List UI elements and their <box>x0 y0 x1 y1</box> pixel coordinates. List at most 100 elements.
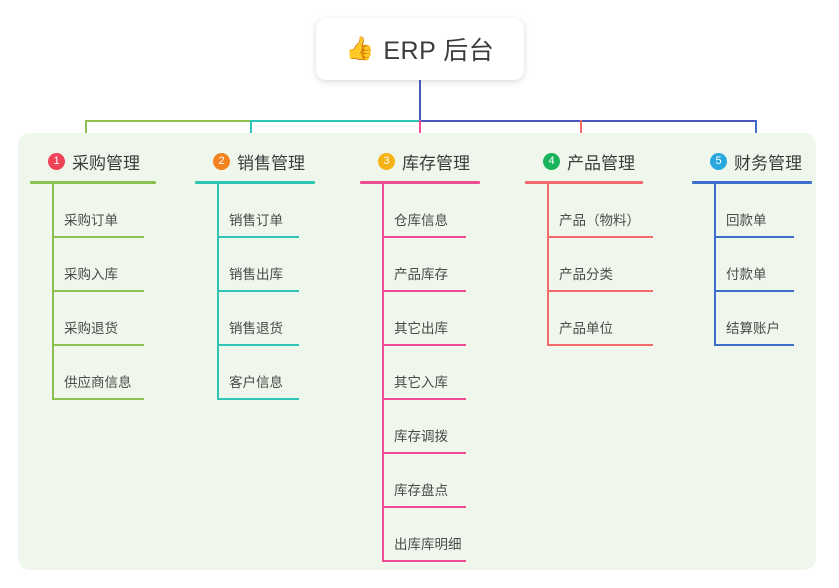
branch-child-underline <box>714 344 794 346</box>
branch-child-item[interactable]: 库存盘点 <box>360 454 480 508</box>
branch-header-采购管理[interactable]: 1 采购管理 <box>30 146 156 176</box>
branch-child-underline <box>217 290 299 292</box>
branch-header-销售管理[interactable]: 2 销售管理 <box>195 146 315 176</box>
branch-child-underline <box>547 344 653 346</box>
branch-child-underline <box>382 506 466 508</box>
branch-number-badge: 4 <box>543 152 560 170</box>
branch-child-item[interactable]: 仓库信息 <box>360 184 480 238</box>
branch-child-label: 采购入库 <box>64 267 118 282</box>
branch-title-label: 财务管理 <box>734 153 802 173</box>
branch-child-item[interactable]: 付款单 <box>692 238 812 292</box>
branch-child-item[interactable]: 产品单位 <box>525 292 653 346</box>
branch-number-badge: 5 <box>710 152 727 170</box>
branch-child-label: 供应商信息 <box>64 375 132 390</box>
branch-children: 回款单付款单结算账户 <box>692 184 812 346</box>
branch-underline <box>195 181 315 184</box>
branch-title-label: 销售管理 <box>237 153 305 173</box>
branch-spine-line <box>382 184 384 562</box>
branch-child-underline <box>382 398 466 400</box>
branch-underline <box>30 181 156 184</box>
branch-child-item[interactable]: 采购入库 <box>30 238 156 292</box>
branch-child-item[interactable]: 销售订单 <box>195 184 315 238</box>
branch-spine-line <box>547 184 549 346</box>
branch-child-label: 销售退货 <box>229 321 283 336</box>
branch-child-underline <box>52 344 144 346</box>
branch-child-underline <box>217 236 299 238</box>
branch-child-label: 出库库明细 <box>394 537 462 552</box>
branch-child-label: 仓库信息 <box>394 213 448 228</box>
branch-children: 仓库信息产品库存其它出库其它入库库存调拨库存盘点出库库明细 <box>360 184 480 562</box>
branch-child-item[interactable]: 其它入库 <box>360 346 480 400</box>
branch-child-item[interactable]: 销售退货 <box>195 292 315 346</box>
branch-child-underline <box>547 290 653 292</box>
branch-column-1: 1 采购管理采购订单采购入库采购退货供应商信息 <box>30 146 156 400</box>
branch-child-item[interactable]: 库存调拨 <box>360 400 480 454</box>
branch-spine-line <box>217 184 219 400</box>
branch-header-产品管理[interactable]: 4 产品管理 <box>525 146 643 176</box>
branch-child-item[interactable]: 产品库存 <box>360 238 480 292</box>
root-trunk-line <box>419 80 421 121</box>
branch-children: 采购订单采购入库采购退货供应商信息 <box>30 184 156 400</box>
branch-spine-line <box>52 184 54 400</box>
branch-child-label: 付款单 <box>726 267 767 282</box>
branch-child-item[interactable]: 销售出库 <box>195 238 315 292</box>
branch-child-item[interactable]: 结算账户 <box>692 292 812 346</box>
branch-child-underline <box>217 398 299 400</box>
branch-child-underline <box>382 290 466 292</box>
branch-header-库存管理[interactable]: 3 库存管理 <box>360 146 480 176</box>
branch-child-item[interactable]: 采购退货 <box>30 292 156 346</box>
thumbs-up-icon: 👍 <box>345 35 375 62</box>
bus-segment-2 <box>250 120 420 122</box>
branch-child-underline <box>382 236 466 238</box>
branch-spine-line <box>714 184 716 346</box>
bus-segment-1 <box>85 120 251 122</box>
branch-child-item[interactable]: 其它出库 <box>360 292 480 346</box>
branch-column-4: 4 产品管理产品（物料） 产品分类产品单位 <box>525 146 653 346</box>
branch-child-label: 销售订单 <box>229 213 283 228</box>
branch-underline <box>692 181 812 184</box>
branch-child-label: 其它出库 <box>394 321 448 336</box>
branch-child-label: 结算账户 <box>726 321 780 336</box>
bus-segment-3 <box>419 120 756 122</box>
branch-title-label: 库存管理 <box>402 153 470 173</box>
branch-column-3: 3 库存管理仓库信息产品库存其它出库其它入库库存调拨库存盘点出库库明细 <box>360 146 480 562</box>
branch-child-underline <box>547 236 653 238</box>
branch-child-item[interactable]: 采购订单 <box>30 184 156 238</box>
branch-title-label: 采购管理 <box>72 153 140 173</box>
branch-number-badge: 3 <box>378 152 395 170</box>
branch-child-underline <box>382 452 466 454</box>
root-node[interactable]: 👍 ERP 后台 <box>316 18 524 80</box>
root-node-label: ERP 后台 <box>383 37 495 65</box>
branch-child-underline <box>52 236 144 238</box>
branch-number-badge: 1 <box>48 152 65 170</box>
branch-child-item[interactable]: 供应商信息 <box>30 346 156 400</box>
branch-column-2: 2 销售管理销售订单销售出库销售退货客户信息 <box>195 146 315 400</box>
branch-child-label: 客户信息 <box>229 375 283 390</box>
branch-child-item[interactable]: 回款单 <box>692 184 812 238</box>
branch-child-label: 产品单位 <box>559 321 613 336</box>
branch-title-label: 产品管理 <box>567 153 635 173</box>
branch-child-item[interactable]: 产品分类 <box>525 238 653 292</box>
branch-underline <box>360 181 480 184</box>
branch-child-underline <box>52 290 144 292</box>
branch-child-underline <box>217 344 299 346</box>
branch-child-label: 采购订单 <box>64 213 118 228</box>
branch-child-item[interactable]: 客户信息 <box>195 346 315 400</box>
branch-child-label: 库存盘点 <box>394 483 448 498</box>
branch-child-underline <box>52 398 144 400</box>
branch-child-label: 产品（物料） <box>559 213 640 228</box>
branch-number-badge: 2 <box>213 152 230 170</box>
branch-children: 产品（物料） 产品分类产品单位 <box>525 184 653 346</box>
branch-child-label: 采购退货 <box>64 321 118 336</box>
branch-child-label: 销售出库 <box>229 267 283 282</box>
branch-child-label: 产品分类 <box>559 267 613 282</box>
branch-child-item[interactable]: 产品（物料） <box>525 184 653 238</box>
branch-child-label: 其它入库 <box>394 375 448 390</box>
branch-column-5: 5 财务管理回款单付款单结算账户 <box>692 146 812 346</box>
branch-child-label: 产品库存 <box>394 267 448 282</box>
branch-header-财务管理[interactable]: 5 财务管理 <box>692 146 812 176</box>
branch-child-item[interactable]: 出库库明细 <box>360 508 480 562</box>
branch-child-underline <box>382 560 466 562</box>
branch-child-underline <box>382 344 466 346</box>
